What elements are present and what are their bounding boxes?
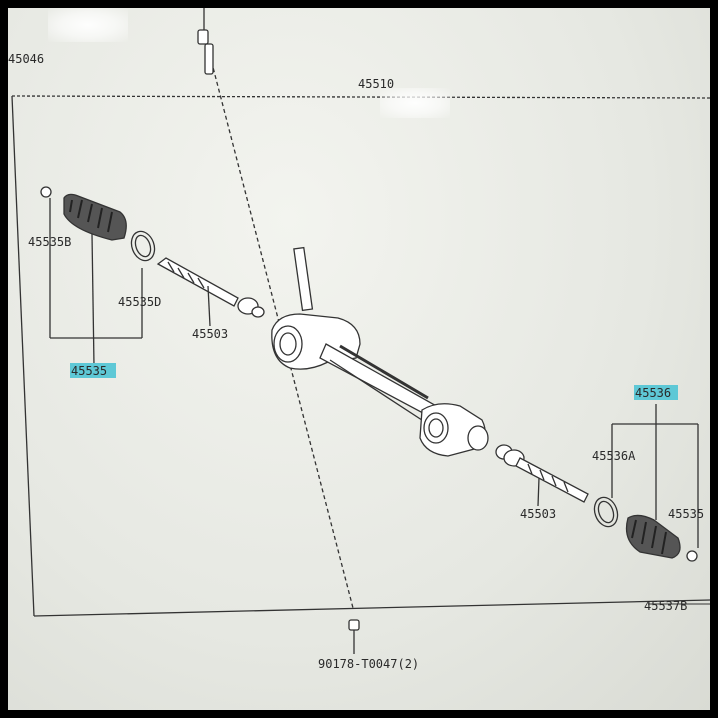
label-4553x-partial[interactable]: 45535 bbox=[668, 507, 704, 521]
bolt-45046 bbox=[197, 8, 214, 75]
screen-glare-center bbox=[380, 88, 450, 118]
label-45535[interactable]: 45535 bbox=[71, 364, 107, 378]
assembly-frame bbox=[11, 95, 710, 617]
label-45503-left[interactable]: 45503 bbox=[192, 327, 228, 341]
highlight-45536 bbox=[634, 385, 678, 400]
parts-diagram: 45046 45510 45535B 45535D 45503 45535 45… bbox=[8, 8, 710, 671]
label-45046[interactable]: 45046 bbox=[8, 52, 44, 66]
label-45503-right[interactable]: 45503 bbox=[520, 507, 556, 521]
label-45536A[interactable]: 45536A bbox=[592, 449, 636, 463]
left-tie-rod bbox=[156, 257, 265, 327]
label-45536[interactable]: 45536 bbox=[635, 386, 671, 400]
monitor-screen: 45046 45510 45535B 45535D 45503 45535 45… bbox=[8, 8, 710, 710]
right-tie-rod bbox=[495, 444, 589, 507]
nut-90178 bbox=[348, 619, 360, 654]
left-boot-assembly bbox=[40, 186, 156, 367]
right-boot-assembly bbox=[593, 404, 699, 562]
label-45537B[interactable]: 45537B bbox=[644, 599, 687, 613]
screen-glare-top bbox=[48, 8, 128, 42]
label-45510[interactable]: 45510 bbox=[358, 77, 394, 91]
label-90178[interactable]: 90178-T0047(2) bbox=[318, 657, 419, 671]
highlight-45535 bbox=[70, 363, 116, 378]
steering-gear-housing bbox=[271, 246, 489, 457]
label-45535D[interactable]: 45535D bbox=[118, 295, 161, 309]
label-45535B[interactable]: 45535B bbox=[28, 235, 71, 249]
